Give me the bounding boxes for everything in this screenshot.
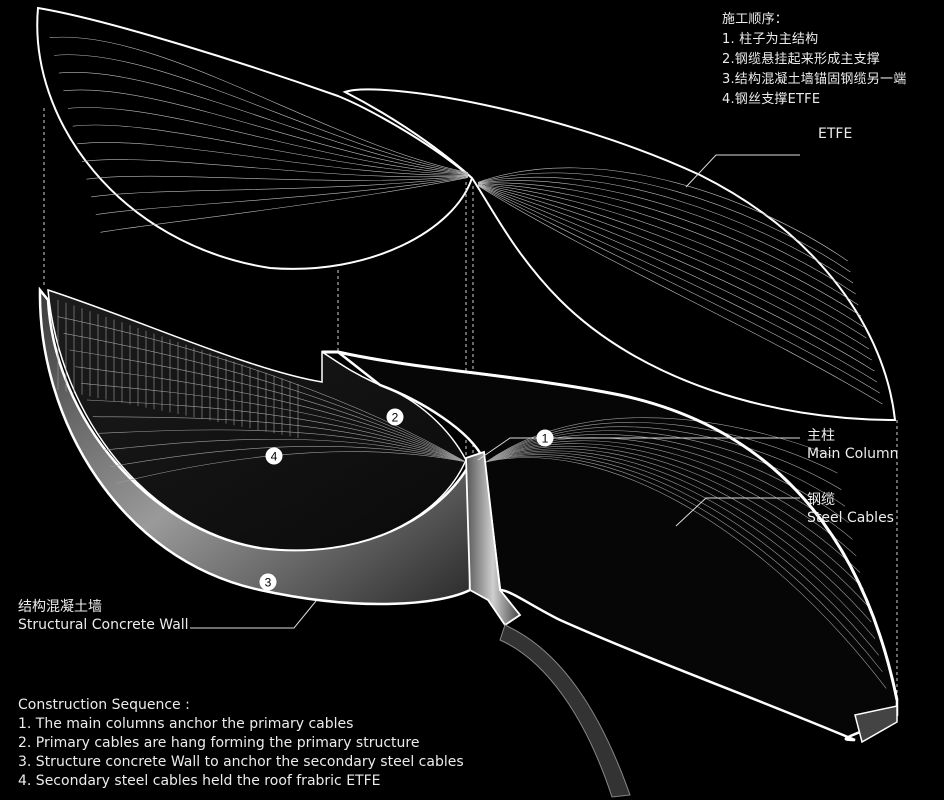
marker-3-label: 3 bbox=[265, 576, 272, 590]
construction-sequence-en: Construction Sequence : 1. The main colu… bbox=[18, 697, 464, 792]
sequence-cn-step-1: 1. 柱子为主结构 bbox=[722, 32, 906, 52]
sequence-cn-step-3: 3.结构混凝土墙锚固钢缆另一端 bbox=[722, 72, 906, 92]
marker-1-label: 1 bbox=[542, 432, 549, 446]
sequence-cn-step-4: 4.钢丝支撑ETFE bbox=[722, 92, 906, 112]
sequence-cn-title: 施工顺序： bbox=[722, 12, 906, 32]
concrete-wall-label-cn: 结构混凝土墙 bbox=[18, 599, 189, 617]
marker-1: 1 bbox=[537, 430, 554, 447]
marker-2: 2 bbox=[387, 409, 404, 426]
steel-cables-label: 钢缆 Steel Cables bbox=[807, 492, 894, 528]
marker-2-label: 2 bbox=[392, 411, 399, 425]
main-column-label-en: Main Column bbox=[807, 446, 899, 464]
concrete-wall-label-en: Structural Concrete Wall bbox=[18, 617, 189, 635]
sequence-en-step-1: 1. The main columns anchor the primary c… bbox=[18, 716, 464, 735]
main-column-label-cn: 主柱 bbox=[807, 428, 899, 446]
etfe-left-petal bbox=[37, 8, 472, 269]
marker-3: 3 bbox=[260, 574, 277, 591]
main-column-label: 主柱 Main Column bbox=[807, 428, 899, 464]
marker-4-label: 4 bbox=[271, 450, 278, 464]
sequence-en-step-4: 4. Secondary steel cables held the roof … bbox=[18, 773, 464, 792]
construction-sequence-cn: 施工顺序： 1. 柱子为主结构 2.钢缆悬挂起来形成主支撑 3.结构混凝土墙锚固… bbox=[722, 12, 906, 112]
left-roof-shell bbox=[48, 290, 466, 550]
marker-4: 4 bbox=[266, 448, 283, 465]
steel-cables-label-cn: 钢缆 bbox=[807, 492, 894, 510]
sequence-cn-step-2: 2.钢缆悬挂起来形成主支撑 bbox=[722, 52, 906, 72]
support-leg bbox=[500, 625, 630, 797]
sequence-en-step-2: 2. Primary cables are hang forming the p… bbox=[18, 735, 464, 754]
sequence-en-title: Construction Sequence : bbox=[18, 697, 464, 716]
sequence-en-step-3: 3. Structure concrete Wall to anchor the… bbox=[18, 754, 464, 773]
steel-cables-label-en: Steel Cables bbox=[807, 510, 894, 528]
concrete-wall-label: 结构混凝土墙 Structural Concrete Wall bbox=[18, 599, 189, 635]
etfe-label: ETFE bbox=[818, 126, 852, 143]
